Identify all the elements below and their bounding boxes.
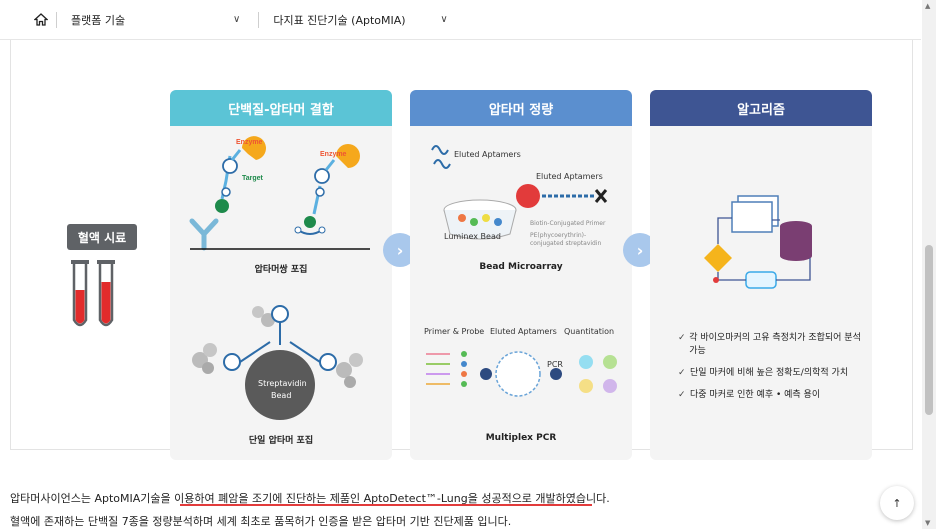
column-title: 알고리즘	[650, 90, 872, 126]
column-title: 단백질-압타머 결합	[170, 90, 392, 126]
pe-legend: PE(phycoerythrin)-	[530, 232, 587, 239]
streptavidin-label: Streptavidin	[258, 379, 307, 388]
divider	[258, 11, 260, 28]
breadcrumb-label-platform: 플랫폼 기술	[71, 13, 126, 27]
caption-single-aptamer-capture: 단일 압타머 포집	[248, 436, 314, 446]
home-icon	[34, 13, 48, 26]
sample-label: 혈액 시료	[67, 224, 137, 250]
description-line-2: 혈액에 존재하는 단백질 7종을 정량분석하며 세계 최초로 품목허가 인증을 …	[10, 515, 512, 528]
enzyme-label-1: Enzyme	[236, 139, 263, 146]
caption-multiplex-pcr: Multiplex PCR	[485, 433, 557, 443]
caption-bead-microarray: Bead Microarray	[479, 262, 563, 272]
column-algorithm: 알고리즘 ✓ 각 바이오마커의 고유 측정치가 조합되어 분석 가능 ✓ 단일 …	[650, 90, 872, 460]
quantitation-label: Quantitation	[564, 327, 615, 336]
highlight-underline	[180, 504, 592, 506]
scrollbar-thumb[interactable]	[925, 245, 933, 415]
breadcrumb-label-tech: 다지표 진단기술 (AptoMIA)	[273, 13, 406, 27]
scroll-top-button[interactable]: ↑	[880, 486, 914, 520]
breadcrumb-select-tech[interactable]: 다지표 진단기술 (AptoMIA)	[259, 0, 444, 40]
chevron-down-icon[interactable]: ∨	[233, 14, 241, 25]
home-button[interactable]	[26, 0, 56, 40]
check-icon: ✓	[678, 333, 686, 343]
luminex-bead-label: Luminex Bead	[444, 232, 501, 241]
description-highlight: 폐암을 조기에 진단하는 제품인 AptoDetect™-Lung을 성공적으로…	[218, 492, 610, 505]
test-tube-icon	[71, 260, 89, 327]
check-icon: ✓	[678, 368, 686, 378]
target-label: Target	[242, 175, 264, 182]
benefit-text: 각 바이오마커의 고유 측정치가 조합되어 분석 가능	[689, 333, 861, 356]
page-scrollbar[interactable]: ▲ ▼	[922, 0, 936, 529]
algorithm-benefits-list: ✓ 각 바이오마커의 고유 측정치가 조합되어 분석 가능 ✓ 단일 마커에 비…	[678, 332, 868, 411]
caption-aptamer-pair-capture: 압타머쌍 포집	[254, 265, 308, 275]
description-line-1: 압타머사이언스는 AptoMIA기술을 이용하여 폐암을 조기에 진단하는 제품…	[10, 490, 610, 506]
column-aptamer-quantification: 압타머 정량 Eluted Aptamers Eluted Aptamers L…	[410, 90, 632, 460]
divider	[56, 11, 57, 28]
check-icon: ✓	[678, 390, 686, 400]
multiplex-pcr-illustration	[426, 351, 617, 397]
diagram-panel: 혈액 시료 단백질-압타머 결합 Enzyme Target	[10, 40, 913, 460]
aptamer-pair-capture-illustration: Enzyme Target Enzyme	[189, 136, 370, 251]
description-text: 압타머사이언스는 AptoMIA기술을 이용하여	[10, 492, 219, 505]
bead-microarray-illustration	[431, 145, 608, 240]
column-title: 압타머 정량	[410, 90, 632, 126]
list-item: ✓ 단일 마커에 비해 높은 정확도/의학적 가치	[678, 367, 868, 380]
bead-label: Bead	[271, 391, 292, 400]
eluted-aptamers-label-2: Eluted Aptamers	[536, 172, 603, 181]
eluted-aptamers-label-1: Eluted Aptamers	[454, 150, 521, 159]
primer-probe-label: Primer & Probe	[424, 327, 485, 336]
pe-legend-2: conjugated streptavidin	[530, 240, 602, 247]
chevron-down-icon[interactable]: ∨	[440, 14, 448, 25]
scroll-up-icon[interactable]: ▲	[925, 2, 931, 10]
single-aptamer-capture-illustration	[192, 305, 363, 420]
algorithm-flowchart-icon	[704, 195, 812, 289]
pcr-label: PCR	[547, 360, 563, 369]
breadcrumb-select-platform[interactable]: 플랫폼 기술	[57, 0, 237, 40]
biotin-primer-legend: Biotin-Conjugated Primer	[530, 220, 606, 227]
list-item: ✓ 각 바이오마커의 고유 측정치가 조합되어 분석 가능	[678, 332, 868, 358]
eluted-aptamers-label-3: Eluted Aptamers	[490, 327, 557, 336]
enzyme-label-2: Enzyme	[320, 151, 347, 158]
test-tube-icon	[97, 260, 115, 327]
benefit-text: 다중 마커로 인한 예후 • 예측 용이	[690, 390, 821, 400]
benefit-text: 단일 마커에 비해 높은 정확도/의학적 가치	[690, 368, 849, 378]
column-protein-aptamer-binding: 단백질-압타머 결합 Enzyme Target Enzyme 압타머	[170, 90, 392, 460]
breadcrumb-bar: 플랫폼 기술 ∨ 다지표 진단기술 (AptoMIA) ∨	[0, 0, 921, 40]
list-item: ✓ 다중 마커로 인한 예후 • 예측 용이	[678, 389, 868, 402]
scroll-down-icon[interactable]: ▼	[925, 519, 931, 527]
